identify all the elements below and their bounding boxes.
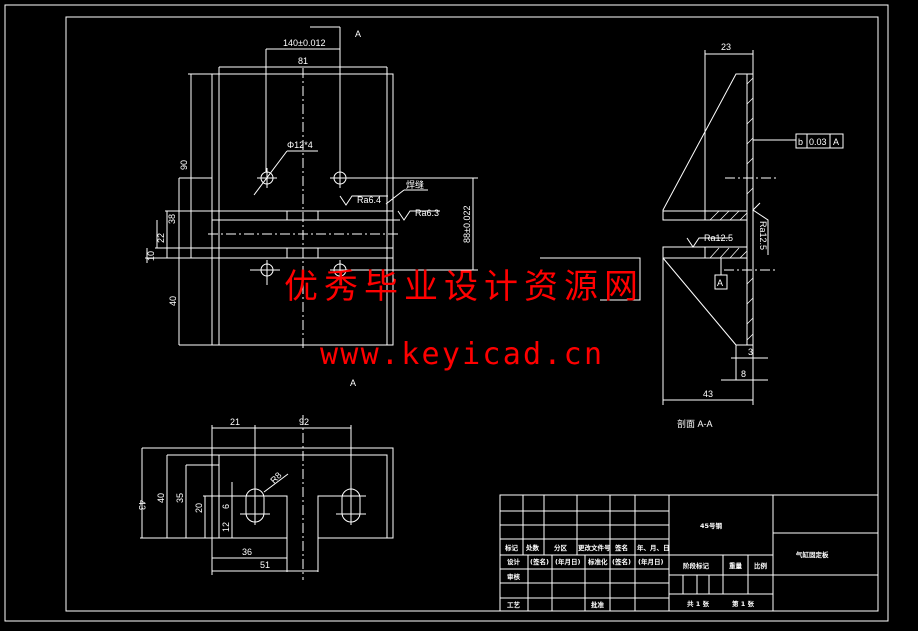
dim-35: 35 <box>175 493 185 503</box>
dim-88: 88±0.022 <box>462 206 472 243</box>
title-block: 标记 处数 分区 更改文件号 签名 年、月、日 设计 (签名) (年月日) 标准… <box>499 494 879 612</box>
gdt-tolerance: 0.03 <box>809 137 827 147</box>
sheets-total: 共 1 张 <box>687 599 710 608</box>
watermark-cn: 优秀毕业设计资源网 <box>284 267 638 307</box>
dim-36: 36 <box>242 547 252 557</box>
process-label: 工艺 <box>507 600 521 609</box>
hdr-change-doc: 更改文件号 <box>578 543 611 552</box>
weld-note: 焊缝 <box>406 179 424 190</box>
dim-43-bottom: 43 <box>137 500 147 510</box>
design-date: (年月日) <box>555 557 580 566</box>
roughness-2: Ra6.3 <box>415 208 439 218</box>
dim-12: 12 <box>221 522 231 532</box>
roughness-4: Ra12.5 <box>758 221 768 250</box>
radius-note: R8 <box>268 470 283 485</box>
hole-note: Φ12*4 <box>287 140 313 150</box>
standardize-date: (年月日) <box>638 557 663 566</box>
dim-90: 90 <box>179 160 189 170</box>
dim-43-section: 43 <box>703 389 713 399</box>
section-title: 剖面 A-A <box>677 418 713 429</box>
bottom-view: 21 92 43 40 35 20 6 12 36 51 R8 <box>137 415 394 580</box>
dim-40-bottom: 40 <box>156 493 166 503</box>
hdr-sign: 签名 <box>614 543 628 552</box>
section-view: 23 43 3 8 b 0.03 A A Ra12.5 Ra12.5 剖面 A-… <box>540 42 844 429</box>
stage-mark-label: 阶段标记 <box>683 561 710 570</box>
roughness-3: Ra12.5 <box>704 233 733 243</box>
scale-label: 比例 <box>754 561 768 570</box>
dim-51: 51 <box>260 560 270 570</box>
approve-label: 批准 <box>591 600 605 609</box>
watermark-url: www.keyicad.cn <box>320 337 602 372</box>
dim-40: 40 <box>168 296 178 306</box>
inner-frame <box>65 16 879 612</box>
dim-22: 22 <box>156 233 166 243</box>
standardize-label: 标准化 <box>587 557 608 566</box>
review-label: 审核 <box>507 572 521 581</box>
gdt-datum: A <box>833 137 839 147</box>
design-label: 设计 <box>507 557 521 566</box>
hole-icon <box>260 171 347 277</box>
top-view: 140±0.012 81 A A 90 40 38 22 10 88±0.022… <box>145 26 478 388</box>
part-name: 气缸固定板 <box>795 550 829 559</box>
roughness-1: Ra6.4 <box>357 195 381 205</box>
dim-21: 21 <box>230 417 240 427</box>
hdr-date: 年、月、日 <box>637 543 670 552</box>
hdr-zone: 分区 <box>554 543 568 552</box>
design-sign: (签名) <box>530 557 549 566</box>
datum-box <box>714 274 728 290</box>
dim-140: 140±0.012 <box>283 38 325 48</box>
dim-81: 81 <box>298 56 308 66</box>
section-marker-bottom: A <box>350 378 356 388</box>
dim-38: 38 <box>167 214 177 224</box>
dim-3: 3 <box>748 347 753 357</box>
section-marker-top: A <box>355 29 361 39</box>
standardize-sign: (签名) <box>612 557 631 566</box>
gdt-symbol: b <box>798 137 803 147</box>
dim-10: 10 <box>146 251 156 261</box>
outer-frame <box>4 4 889 622</box>
hdr-count: 处数 <box>525 543 540 552</box>
weight-label: 重量 <box>729 561 743 570</box>
datum-label: A <box>717 278 723 288</box>
dim-8: 8 <box>741 369 746 379</box>
hdr-mark: 标记 <box>504 543 519 552</box>
dim-92: 92 <box>299 417 309 427</box>
dim-6: 6 <box>221 504 231 509</box>
dim-20: 20 <box>194 503 204 513</box>
dim-23: 23 <box>721 42 731 52</box>
material: 45号钢 <box>700 521 723 530</box>
sheet-number: 第 1 张 <box>732 599 755 608</box>
